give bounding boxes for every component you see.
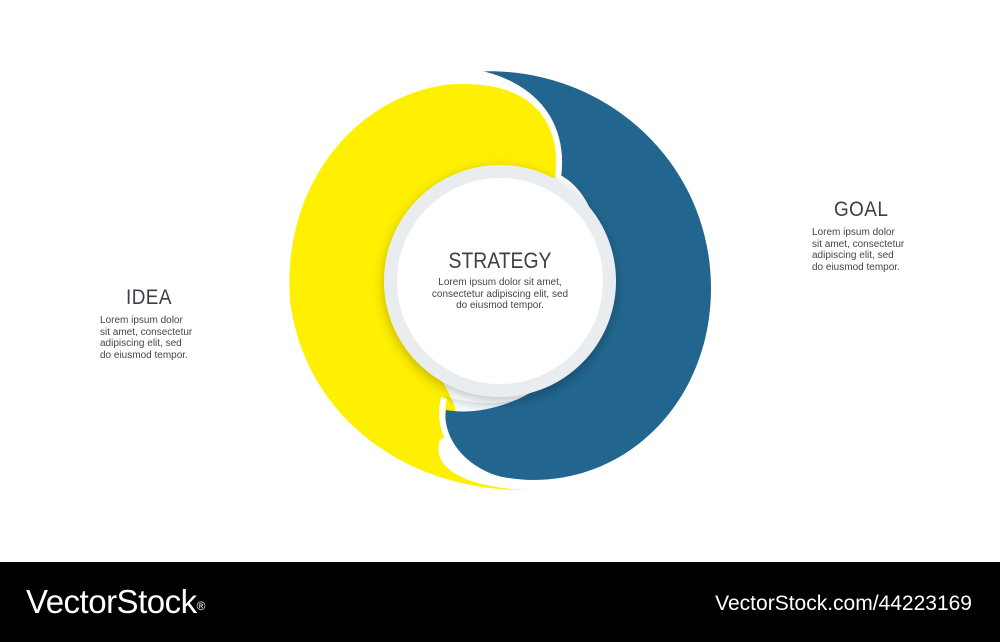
strategy-block: STRATEGY Lorem ipsum dolor sit amet, con… (400, 248, 600, 312)
strategy-description: Lorem ipsum dolor sit amet, consectetur … (431, 277, 569, 311)
diagram-canvas: IDEA Lorem ipsum dolor sit amet, consect… (100, 69, 952, 491)
idea-description: Lorem ipsum dolor sit amet, consectetur … (100, 315, 193, 361)
goal-block: GOAL Lorem ipsum dolor sit amet, consect… (812, 198, 952, 273)
goal-segment-shade (444, 310, 607, 423)
strategy-title: STRATEGY (448, 248, 552, 273)
separator-bottom (439, 397, 531, 489)
center-circle-inner (397, 178, 603, 384)
image-id: VectorStock.com/44223169 (715, 592, 972, 615)
goal-segment (445, 71, 712, 480)
idea-block: IDEA Lorem ipsum dolor sit amet, consect… (100, 286, 240, 361)
cycle-diagram (289, 69, 712, 491)
separator-top (471, 69, 563, 179)
watermark-bar: VectorStock® VectorStock.com/44223169 (0, 562, 1000, 642)
goal-title: GOAL (834, 198, 889, 221)
brand-name: VectorStock (26, 583, 197, 620)
goal-description: Lorem ipsum dolor sit amet, consectetur … (812, 227, 905, 273)
brand-registered-mark: ® (196, 599, 206, 613)
idea-title: IDEA (126, 286, 172, 309)
brand-logo: VectorStock® (26, 582, 205, 622)
